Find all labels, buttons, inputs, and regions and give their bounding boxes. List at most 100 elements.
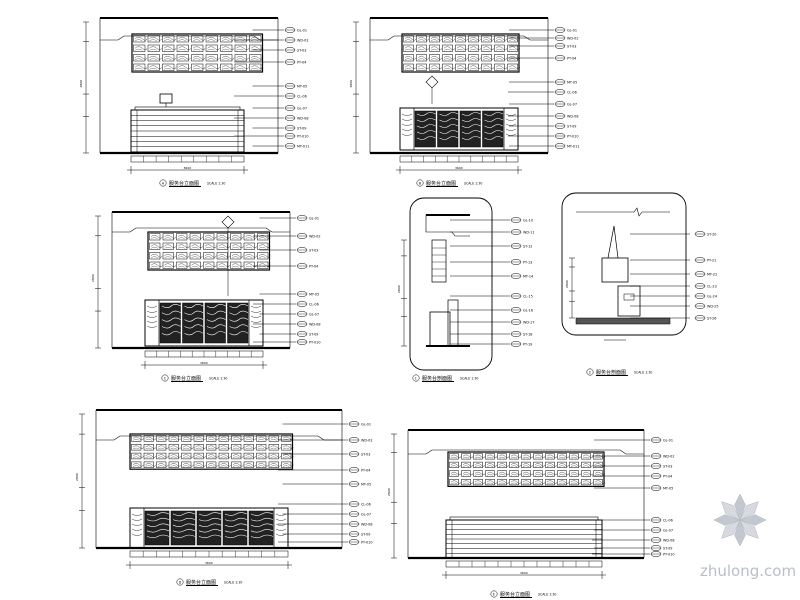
caption-title: 服务台立面图 [169,180,199,187]
material-tag: MT-011 [284,143,309,149]
material-tag-code: PT-010 [567,135,579,139]
material-tag-code: CL-06 [297,95,307,99]
material-tag: ST-09 [650,545,672,551]
material-tag-code: GL-01 [297,29,307,33]
caption-title: 服务台立面图 [171,375,201,382]
caption-scale: SCALE 1:30 [207,182,225,186]
material-tag-code: WD-08 [297,117,309,121]
dimension-value: 2800 [565,280,569,288]
material-tag: GL-07 [554,101,577,107]
material-tag-code: PT-21 [707,259,716,263]
material-tag-code: PT-04 [361,469,370,473]
elevation-elev-a: 36002800GL-01WD-02ST-03PT-04MT-05CL-06GL… [79,17,309,187]
material-tag: PT-010 [554,133,579,139]
material-tag: ST-03 [284,47,306,53]
material-tag-code: CL-06 [567,91,577,95]
service-counter [445,516,603,559]
material-tag: MT-011 [554,143,579,149]
caption-number: D [179,580,182,584]
material-tag-code: MT-011 [297,145,309,149]
material-tag-code: MT-05 [361,483,371,487]
material-tag: WD-02 [650,453,675,459]
caption-number: 1 [415,376,417,380]
caption-title: 服务台剖面图 [596,369,626,376]
vertical-dimension: 2800 [91,215,101,349]
material-tag-code: GL-24 [707,295,717,299]
dimension-strip: 3600 [127,155,248,174]
material-tag-code: WD-08 [361,523,373,527]
material-tag: PT-21 [694,257,716,263]
elevation-elev-c: 36002800GL-01WD-02ST-03PT-04MT-05CL-06GL… [91,211,321,382]
material-tag-code: ST-09 [567,125,576,129]
material-tag-code: GL-16 [523,309,533,313]
material-tag: GL-01 [348,421,371,427]
material-tag-code: PT-04 [309,265,318,269]
caption-scale: SCALE 1:30 [464,182,482,186]
material-tag-code: PT-010 [297,135,309,139]
material-tag-code: CL-06 [663,519,673,523]
material-tag-code: GL-01 [361,423,371,427]
material-tag: GL-07 [348,511,371,517]
caption-title: 服务台立面图 [426,180,456,187]
caption-scale: SCALE 1:30 [634,371,652,375]
caption-title: 服务台立面图 [500,591,530,598]
material-tag-code: PT-04 [297,61,306,65]
material-tag: CL-06 [650,517,673,523]
material-tag: PT-04 [348,467,370,473]
material-tag: MT-05 [348,481,371,487]
dimension-value: 3600 [205,561,213,565]
material-tag-code: WD-02 [309,235,321,239]
leader-lines: GL-01WD-02ST-03PT-04MT-05CL-06GL-07WD-08… [592,437,675,557]
material-tag: WD-02 [348,437,373,443]
leader-lines: GL-01WD-02ST-03PT-04MT-05CL-06GL-07WD-08… [234,27,309,149]
caption-number: A [162,181,165,185]
material-tag-code: ST-03 [663,465,672,469]
material-tag: ST-09 [554,123,576,129]
material-tag: ST-12 [510,243,532,249]
material-tag: CL-06 [348,501,371,507]
material-tag-code: ST-03 [567,45,576,49]
material-tag-code: GL-07 [297,107,307,111]
material-tag: CL-15 [510,293,533,299]
caption-number: B [419,181,422,185]
panel-caption: A 服务台立面图 SCALE 1:30 [159,179,225,187]
material-tag: ST-09 [284,125,306,131]
watermark-logo [713,493,767,547]
material-tag: ST-03 [554,43,576,49]
material-tag: WD-08 [296,321,321,327]
material-tag-code: GL-07 [309,313,319,317]
dimension-value: 3600 [455,166,463,170]
material-tag-code: ST-09 [309,333,318,337]
dimension-value: 3600 [184,166,192,170]
material-tag-code: MT-05 [297,85,307,89]
material-tag: MT-05 [284,83,307,89]
material-tag-code: WD-08 [567,115,579,119]
material-tag-code: MT-05 [567,81,577,85]
caption-number: C [164,376,167,380]
vertical-dimension: 2800 [387,433,397,559]
leader-lines: GL-01WD-02ST-03PT-04MT-05CL-06GL-07WD-08… [508,27,579,149]
glass-block-wall [131,33,264,73]
material-tag: PT-19 [510,341,532,347]
elevation-elev-d: 36002800GL-01WD-02ST-03PT-04MT-05CL-06GL… [75,409,373,586]
material-tag-code: MT-22 [707,273,717,277]
material-tag-code: ST-18 [523,333,532,337]
material-tag: GL-10 [510,217,533,223]
caption-number: E [493,592,495,596]
dimension-value: 2800 [397,285,401,293]
service-counter [129,507,289,549]
material-tag: GL-07 [650,527,673,533]
material-tag-code: WD-02 [361,439,373,443]
material-tag: CL-06 [296,301,319,307]
material-tag: PT-010 [284,133,309,139]
material-tag-code: PT-19 [523,343,532,347]
material-tag-code: GL-07 [361,513,371,517]
dimension-value: 2800 [79,80,83,88]
material-tag: GL-16 [510,307,533,313]
dimension-value: 2800 [349,80,353,88]
material-tag: WD-08 [554,113,579,119]
